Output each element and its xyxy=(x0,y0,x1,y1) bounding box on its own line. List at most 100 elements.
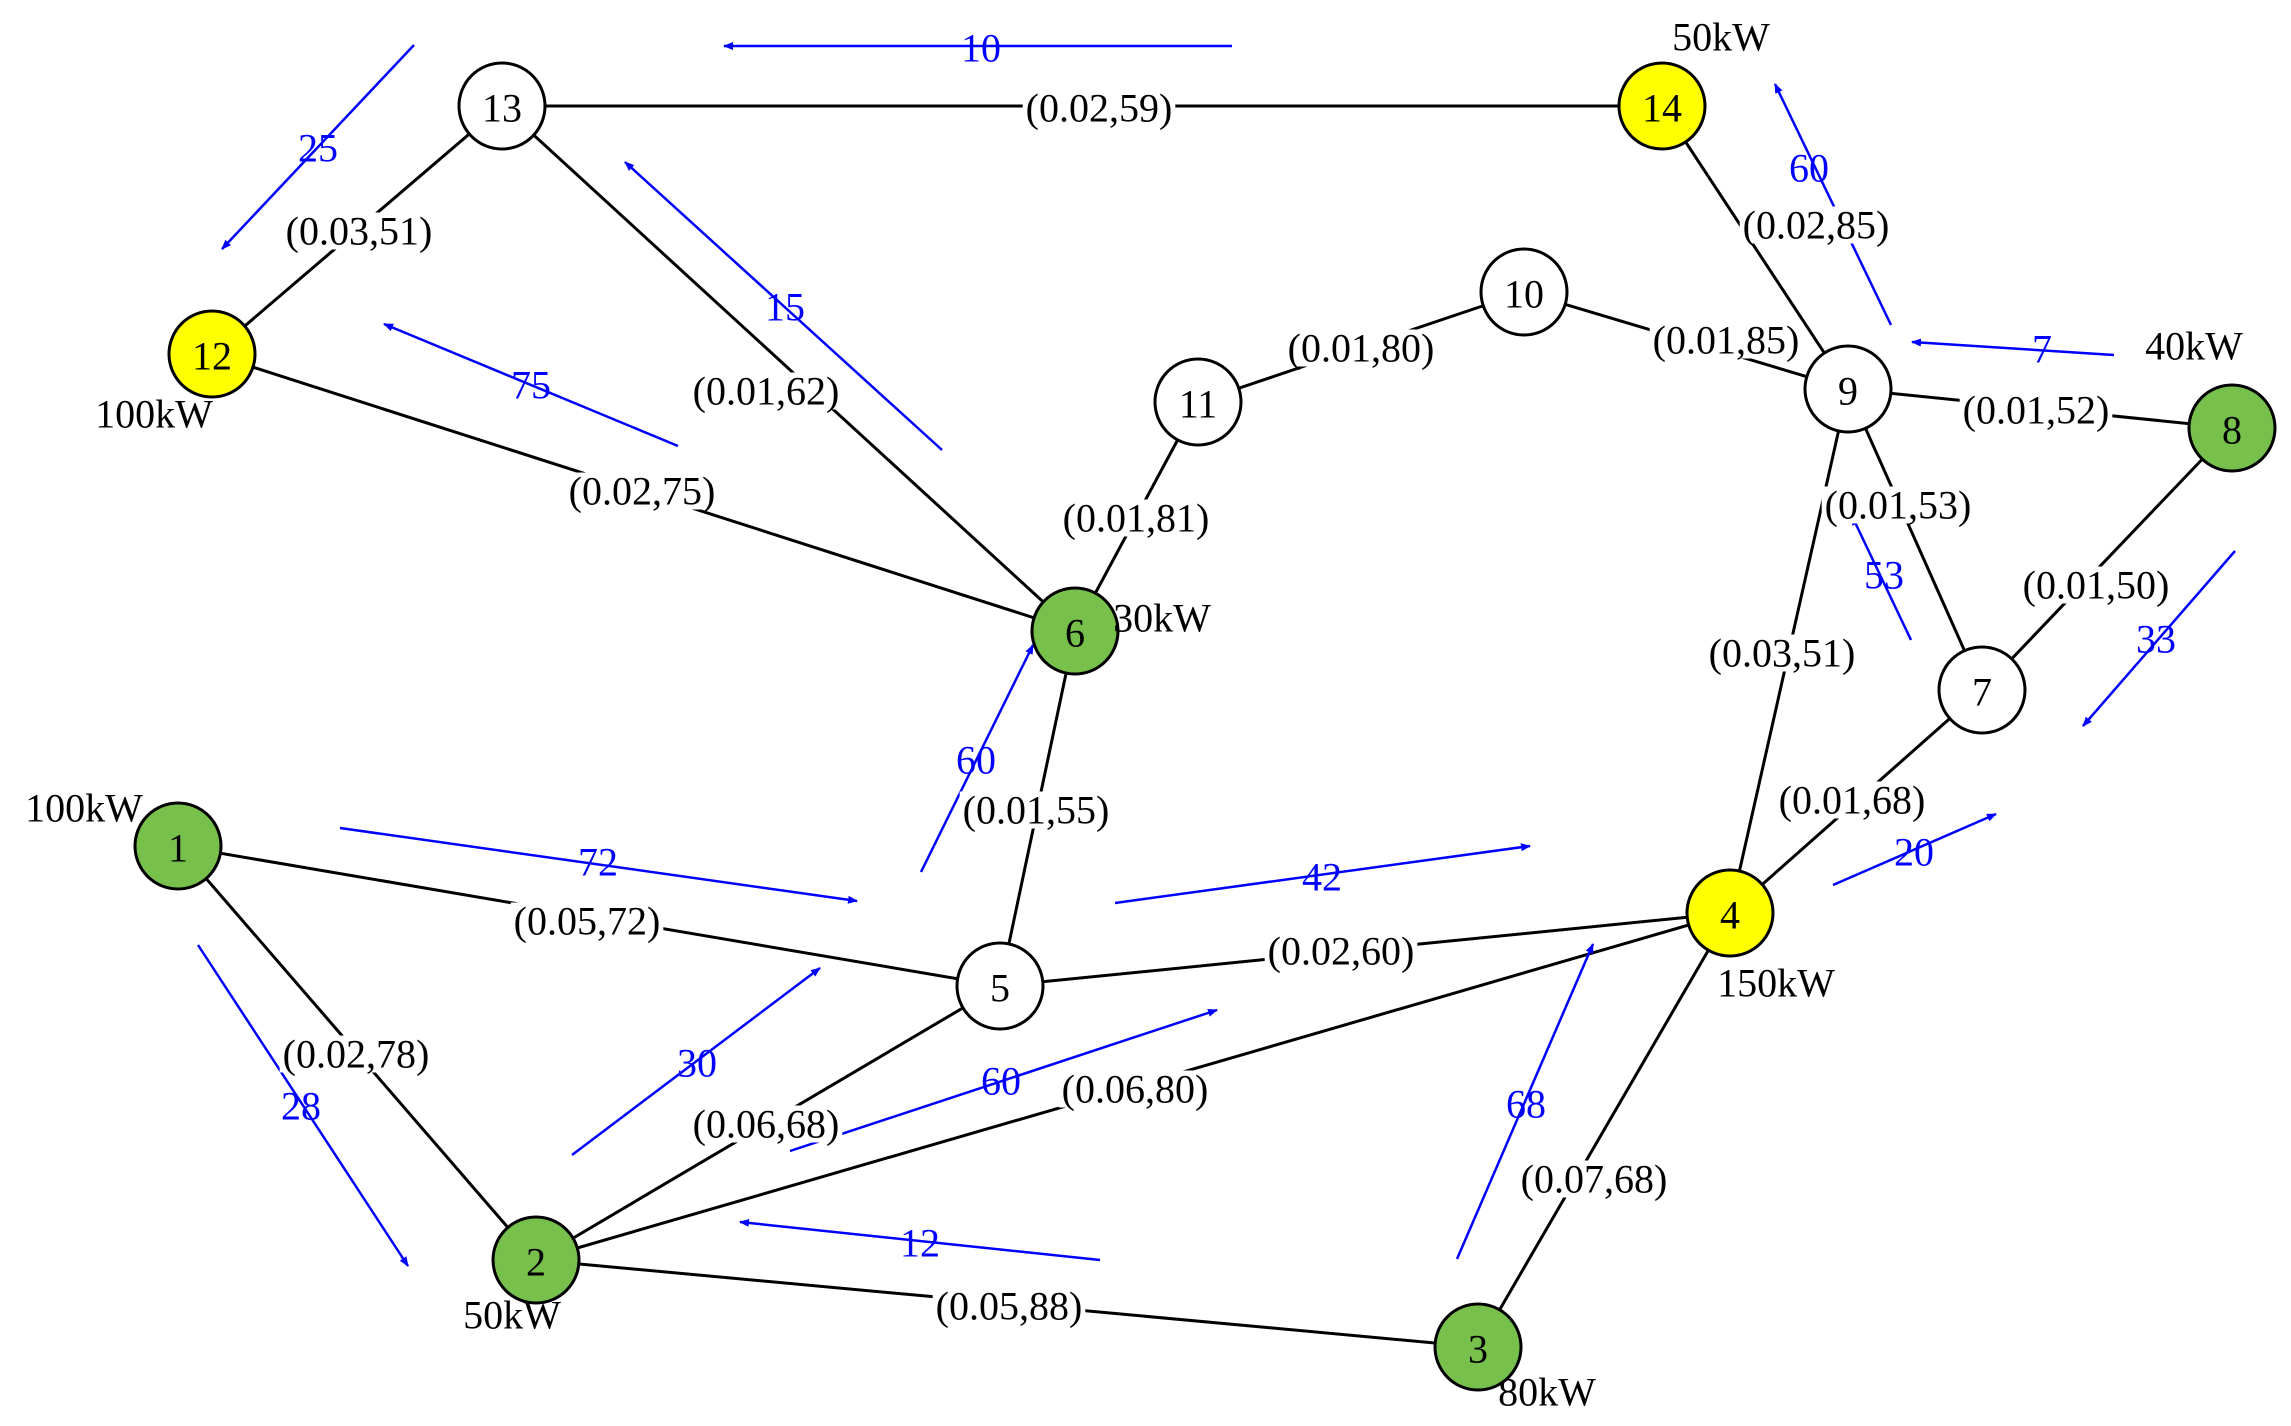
line-14-9 xyxy=(1660,105,1850,390)
node-number-1: 1 xyxy=(168,826,188,871)
flow-arrow-5-4 xyxy=(1114,843,1531,905)
node-circle-4 xyxy=(1685,868,1775,958)
node-number-6: 6 xyxy=(1065,611,1085,656)
line-parameter-1-2: (0.02,78) xyxy=(283,1032,430,1077)
transmission-lines xyxy=(176,104,2234,1349)
node-circle-5 xyxy=(955,941,1045,1031)
node-circle-3 xyxy=(1433,1302,1523,1392)
line-parameter-9-8: (0.01,52) xyxy=(1963,388,2110,433)
node-number-13: 13 xyxy=(482,86,522,131)
flow-value-3-2: 12 xyxy=(900,1221,940,1266)
line-label-group: (0.02,75) xyxy=(565,469,719,514)
line-label-background xyxy=(1959,391,2113,429)
line-label-group: (0.01,81) xyxy=(1059,496,1213,541)
flow-value-8-7: 33 xyxy=(2136,617,2176,662)
line-label-background xyxy=(1649,321,1803,359)
line-label-background xyxy=(2019,566,2173,604)
power-label-12: 100kW xyxy=(95,392,213,437)
flow-arrow-5-6 xyxy=(919,644,1035,873)
line-label-background xyxy=(1059,499,1213,537)
line-label-background xyxy=(279,1035,433,1073)
flow-value-6-13: 15 xyxy=(765,285,805,330)
flow-value-8-9: 7 xyxy=(2032,327,2052,372)
line-label-background xyxy=(1705,634,1859,672)
flow-value-6-12: 75 xyxy=(511,363,551,408)
node-11: 11 xyxy=(1153,357,1243,447)
line-label-background xyxy=(1739,206,1893,244)
flow-value-1-2: 28 xyxy=(281,1084,321,1129)
flow-arrow-6-12 xyxy=(383,322,679,448)
node-number-3: 3 xyxy=(1468,1327,1488,1372)
line-label-background xyxy=(1058,1070,1212,1108)
line-label-group: (0.01,55) xyxy=(959,788,1113,833)
node-10: 10 xyxy=(1479,247,1569,337)
line-parameter-11-10: (0.01,80) xyxy=(1288,326,1435,371)
node-circle-11 xyxy=(1153,357,1243,447)
node-7: 7 xyxy=(1937,645,2027,735)
line-13-6 xyxy=(500,104,1077,633)
line-parameter-13-6: (0.01,62) xyxy=(693,369,840,414)
flow-arrow-1-2 xyxy=(196,944,410,1267)
line-label-group: (0.01,85) xyxy=(1649,318,1803,363)
flow-value-5-6: 60 xyxy=(956,738,996,783)
line-label-group: (0.02,78) xyxy=(279,1032,433,1077)
flow-arrow-3-2 xyxy=(739,1218,1101,1262)
node-8: 8 xyxy=(2187,383,2277,473)
line-label-group: (0.01,53) xyxy=(1821,483,1975,528)
flow-arrow-4-7 xyxy=(1832,812,1997,887)
flow-value-13-12: 25 xyxy=(298,126,338,171)
line-parameter-2-5: (0.06,68) xyxy=(693,1102,840,1147)
flow-arrow-2-5 xyxy=(571,967,821,1156)
flow-value-5-4: 42 xyxy=(1302,855,1342,900)
line-parameter-9-4: (0.03,51) xyxy=(1709,631,1856,676)
line-label-group: (0.06,80) xyxy=(1058,1067,1212,1112)
line-parameter-2-4: (0.06,80) xyxy=(1062,1067,1209,1112)
line-label-background xyxy=(565,472,719,510)
flow-arrow-1-5 xyxy=(339,826,858,904)
power-label-6: 30kW xyxy=(1113,596,1211,641)
line-label-group: (0.01,50) xyxy=(2019,563,2173,608)
flow-arrow-9-14 xyxy=(1773,83,1893,326)
node-6: 6 xyxy=(1030,586,1120,676)
power-label-14: 50kW xyxy=(1672,15,1770,60)
line-8-7 xyxy=(1980,426,2234,692)
line-label-background xyxy=(1022,89,1176,127)
line-parameter-5-6: (0.01,55) xyxy=(963,788,1110,833)
line-label-group: (0.06,68) xyxy=(689,1102,843,1147)
line-label-group: (0.01,80) xyxy=(1284,326,1438,371)
node-number-4: 4 xyxy=(1720,893,1740,938)
line-label-background xyxy=(1517,1160,1671,1198)
line-4-3 xyxy=(1476,912,1732,1348)
node-circle-12 xyxy=(167,309,257,399)
line-label-group: (0.05,88) xyxy=(932,1284,1086,1329)
line-label-group: (0.03,51) xyxy=(1705,631,1859,676)
node-5: 5 xyxy=(955,941,1045,1031)
line-parameter-2-3: (0.05,88) xyxy=(936,1284,1083,1329)
node-number-14: 14 xyxy=(1642,86,1682,131)
line-label-group: (0.02,85) xyxy=(1739,203,1893,248)
line-parameter-14-9: (0.02,85) xyxy=(1743,203,1890,248)
node-circle-1 xyxy=(133,801,223,891)
line-label-group: (0.02,59) xyxy=(1022,86,1176,131)
node-12: 12 xyxy=(167,309,257,399)
node-number-8: 8 xyxy=(2222,408,2242,453)
line-label-background xyxy=(932,1287,1086,1325)
flow-value-1-5: 72 xyxy=(578,840,618,885)
line-label-background xyxy=(1264,932,1418,970)
node-circle-10 xyxy=(1479,247,1569,337)
line-label-group: (0.01,52) xyxy=(1959,388,2113,433)
line-label-group: (0.05,72) xyxy=(510,899,664,944)
power-label-2: 50kW xyxy=(463,1293,561,1338)
node-circle-9 xyxy=(1803,344,1893,434)
flow-arrow-7-9 xyxy=(1850,515,1913,641)
line-label-background xyxy=(282,212,436,250)
power-label-1: 100kW xyxy=(25,786,143,831)
power-label-8: 40kW xyxy=(2145,324,2243,369)
line-parameter-labels: (0.02,59) (0.03,51) (0.01,62) (0.02,75) (0.0… xyxy=(279,86,2173,1329)
line-label-group: (0.07,68) xyxy=(1517,1157,1671,1202)
line-parameter-1-5: (0.05,72) xyxy=(514,899,661,944)
line-label-background xyxy=(959,791,1113,829)
